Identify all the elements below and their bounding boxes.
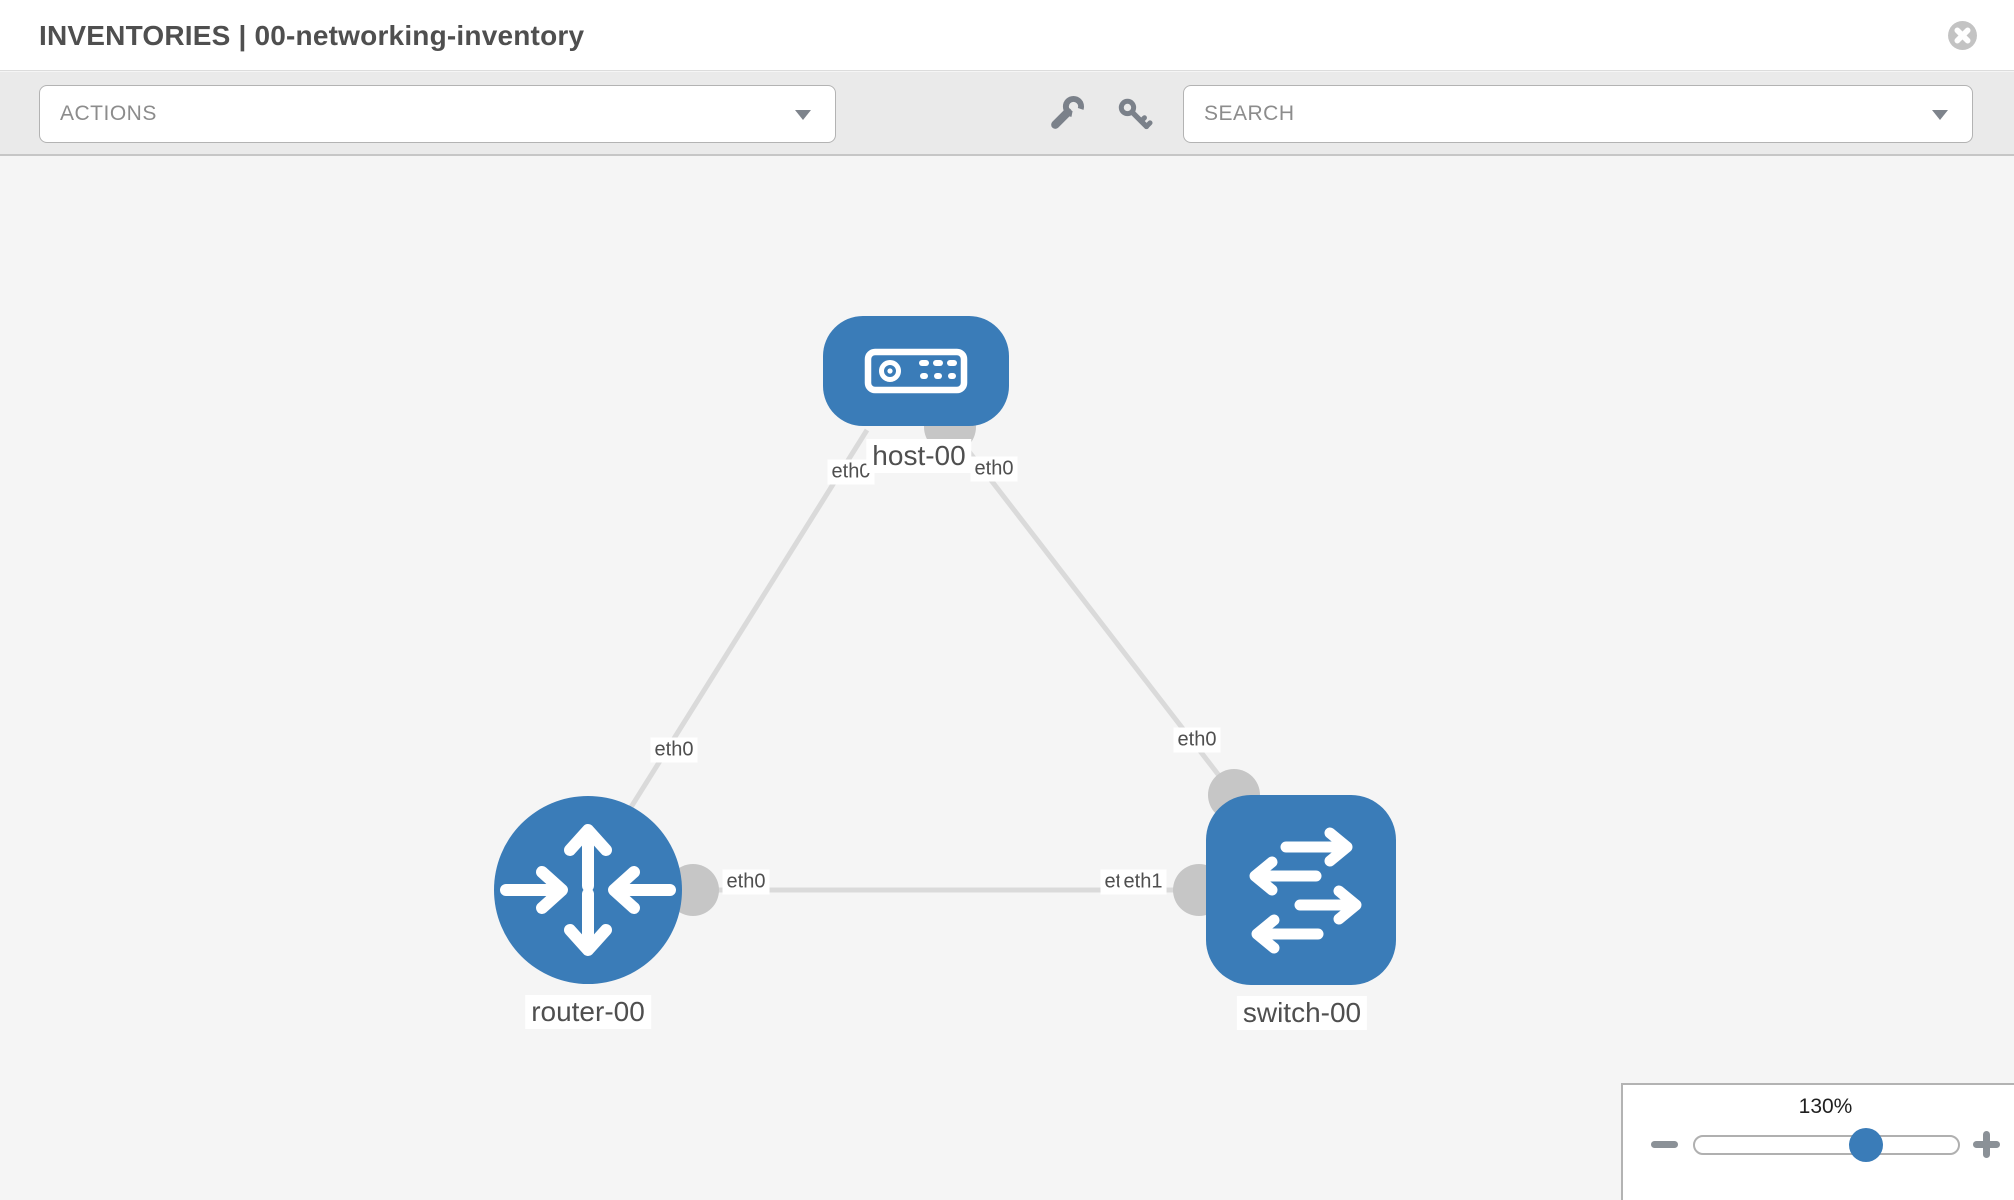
toolbar: ACTIONS SEARCH [0,72,2014,156]
search-dropdown[interactable]: SEARCH [1183,85,1973,143]
actions-dropdown-label: ACTIONS [60,102,157,125]
minus-icon [1651,1141,1678,1148]
actions-dropdown[interactable]: ACTIONS [39,85,836,143]
zoom-out-button[interactable] [1649,1129,1680,1160]
host-icon [864,348,968,394]
zoom-panel: 130% [1621,1083,2014,1200]
link-host-router [625,428,870,814]
node-switch-00[interactable] [1206,795,1396,985]
close-button[interactable] [1947,20,1978,51]
close-icon [1948,21,1977,50]
chevron-down-icon [795,110,811,120]
link-host-switch [948,425,1236,797]
zoom-slider-knob[interactable] [1849,1128,1883,1162]
chevron-down-icon [1932,110,1948,120]
page-title: INVENTORIES | 00-networking-inventory [39,20,585,51]
search-dropdown-label: SEARCH [1204,102,1295,125]
key-button[interactable] [1115,95,1153,133]
zoom-slider[interactable] [1693,1128,1960,1162]
header: INVENTORIES | 00-networking-inventory [0,0,2014,71]
node-router-00[interactable] [494,796,682,984]
tools-button[interactable] [1047,95,1085,133]
wrench-icon [1051,95,1085,129]
zoom-in-button[interactable] [1971,1129,2002,1160]
key-icon [1118,98,1153,130]
zoom-level-value: 130% [1798,1095,1853,1118]
node-host-00[interactable] [823,316,1009,426]
switch-icon [1249,827,1362,954]
router-icon [500,824,676,956]
